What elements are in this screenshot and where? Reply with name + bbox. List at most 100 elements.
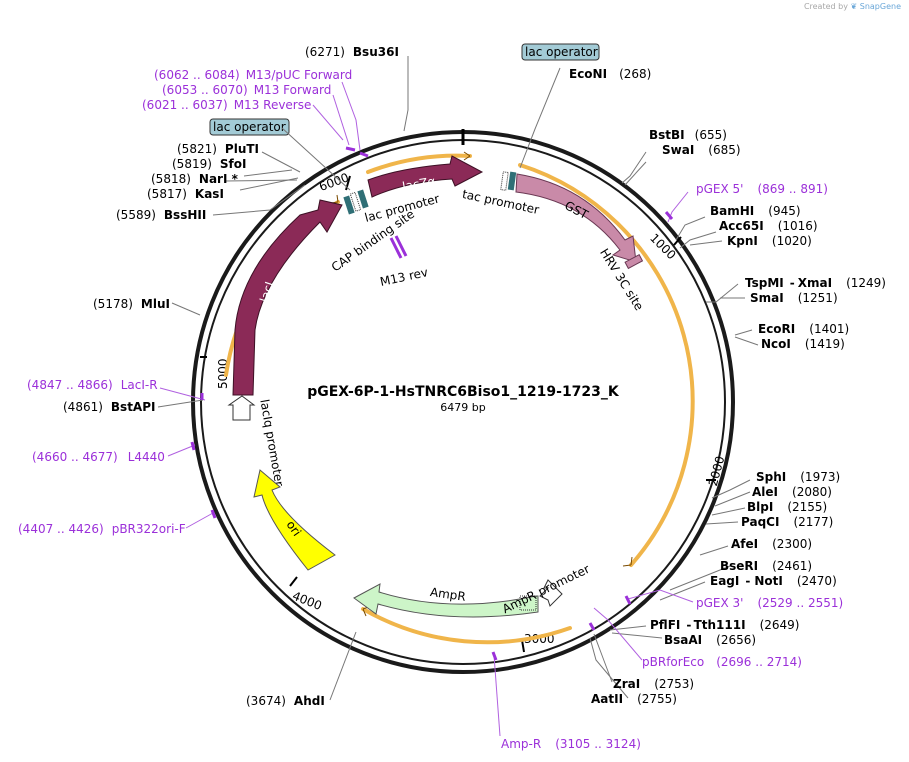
enzyme-name: MluI xyxy=(141,297,170,311)
laciq-promoter-arrow[interactable] xyxy=(227,395,256,421)
svg-text:NcoI(1419): NcoI (1419) xyxy=(761,337,845,351)
svg-text:AfeI(2300): AfeI(2300) xyxy=(731,537,812,551)
svg-text:Amp-R(3105 .. 3124): Amp-R(3105 .. 3124) xyxy=(501,737,641,751)
lacza-feature[interactable] xyxy=(367,155,484,198)
svg-text:BsaAI(2656): BsaAI(2656) xyxy=(664,633,756,647)
primer-name: pBR322ori-F xyxy=(112,522,186,536)
enzyme-name: SmaI xyxy=(750,291,784,305)
enzyme-pos: (5589) xyxy=(116,208,156,222)
lac-promoter-box xyxy=(343,195,355,215)
primer-name: M13/pUC Forward xyxy=(246,68,353,82)
ampr-label: AmpR xyxy=(429,585,466,604)
enzyme-pos: (1020) xyxy=(772,234,812,248)
primer-name: Amp-R xyxy=(501,737,541,751)
enzyme-pos: (1973) xyxy=(800,470,840,484)
ampr-promoter-label: AmpR promoter xyxy=(500,562,592,616)
enzyme-pos: (3674) xyxy=(246,694,286,708)
enzyme-labels: (6271)Bsu36I EcoNI(268) BstBI(655) SwaI(… xyxy=(63,45,886,708)
ampr-feature[interactable] xyxy=(353,583,539,618)
enzyme-pos: (5818) xyxy=(151,172,191,186)
primer-name: pGEX 3' xyxy=(696,596,743,610)
svg-text:pGEX 5'(869 .. 891): pGEX 5' (869 .. 891) xyxy=(696,182,828,196)
primer-name: M13 Forward xyxy=(254,83,332,97)
primer-range: (2529 .. 2551) xyxy=(757,596,843,610)
svg-text:EagI-NotI(2470): EagI-NotI(2470) xyxy=(710,574,837,588)
svg-text:(5818)NarI *: (5818) NarI * xyxy=(151,172,239,186)
svg-text:ZraI(2753): ZraI (2753) xyxy=(613,677,694,691)
primer-name: M13 Reverse xyxy=(234,98,312,112)
lac-operator-box-1 xyxy=(357,189,369,209)
svg-text:BstBI(655): BstBI(655) xyxy=(649,128,727,142)
enzyme-pos: (2300) xyxy=(772,537,812,551)
enzyme-name: PaqCI xyxy=(741,515,779,529)
laci-feature[interactable] xyxy=(232,199,343,396)
svg-text:PflFI-Tth111I(2649): PflFI-Tth111I(2649) xyxy=(650,618,799,632)
enzyme-name-2: Tth111I xyxy=(694,618,746,632)
cap-site-box xyxy=(349,191,362,212)
enzyme-name: ZraI xyxy=(613,677,640,691)
enzyme-name-2: XmaI xyxy=(798,276,832,290)
enzyme-name: TspMI xyxy=(745,276,784,290)
gst-feature[interactable] xyxy=(515,173,637,263)
svg-text:(6271)Bsu36I: (6271)Bsu36I xyxy=(305,45,399,59)
svg-text:(6062 .. 6084)M13/pUC Forward: (6062 .. 6084)M13/pUC Forward xyxy=(154,68,352,82)
enzyme-name: AhdI xyxy=(294,694,325,708)
enzyme-name-2: NotI xyxy=(754,574,783,588)
lac-operator-label-2: lac operator xyxy=(213,120,286,134)
svg-text:(4861)BstAPI: (4861)BstAPI xyxy=(63,400,155,414)
enzyme-pos: (1251) xyxy=(798,291,838,305)
enzyme-pos: (1249) xyxy=(846,276,886,290)
enzyme-pos: (2470) xyxy=(797,574,837,588)
primer-range: (4407 .. 4426) xyxy=(18,522,104,536)
enzyme-name: EcoNI xyxy=(569,67,607,81)
enzyme-name: EagI xyxy=(710,574,739,588)
svg-text:(4660 .. 4677)L4440: (4660 .. 4677)L4440 xyxy=(32,450,165,464)
lac-operator-tag-2[interactable] xyxy=(209,118,290,136)
plasmid-length: 6479 bp xyxy=(440,401,485,414)
ampr-promoter-arrow[interactable] xyxy=(539,579,563,607)
plasmid-name: pGEX-6P-1-HsTNRC6Biso1_1219-1723_K xyxy=(307,384,620,400)
svg-text:(6053 .. 6070)M13 Forward: (6053 .. 6070)M13 Forward xyxy=(162,83,331,97)
lac-operator-box-2 xyxy=(507,171,517,191)
enzyme-name: BstBI xyxy=(649,128,685,142)
lacza-label: lacZα xyxy=(401,174,436,194)
svg-text:(4407 .. 4426)pBR322ori-F: (4407 .. 4426) pBR322ori-F xyxy=(18,522,186,536)
enzyme-pos: (2177) xyxy=(793,515,833,529)
enzyme-name: SfoI xyxy=(220,157,247,171)
lac-operator-tag-1[interactable] xyxy=(521,43,600,61)
ori-feature[interactable] xyxy=(253,469,336,571)
primer-range: (869 .. 891) xyxy=(757,182,827,196)
enzyme-name: BseRI xyxy=(720,559,758,573)
svg-text:TspMI-XmaI(1249): TspMI-XmaI(1249) xyxy=(745,276,886,290)
lac-operator-label-1: lac operator xyxy=(525,45,598,59)
svg-text:EcoRI(1401): EcoRI (1401) xyxy=(758,322,849,336)
enzyme-pos: (1419) xyxy=(805,337,845,351)
enzyme-name: EcoRI xyxy=(758,322,795,336)
svg-text:SmaI(1251): SmaI (1251) xyxy=(750,291,838,305)
enzyme-pos: (5821) xyxy=(177,142,217,156)
primer-labels: (6062 .. 6084)M13/pUC Forward (6053 .. 6… xyxy=(18,68,843,751)
enzyme-name: NarI * xyxy=(199,172,239,186)
enzyme-pos: (2753) xyxy=(654,677,694,691)
enzyme-name: BssHII xyxy=(164,208,206,222)
primer-name: pGEX 5' xyxy=(696,182,743,196)
ampr-promoter-box xyxy=(519,595,537,611)
svg-text:(5817)KasI: (5817)KasI xyxy=(147,187,224,201)
m13-rev-label: M13 rev xyxy=(379,265,429,289)
enzyme-name: NcoI xyxy=(761,337,791,351)
svg-text:(5821)PluTI: (5821) PluTI xyxy=(177,142,259,156)
svg-text:BamHI(945): BamHI(945) xyxy=(710,204,801,218)
enzyme-name: PluTI xyxy=(225,142,259,156)
primer-range: (4660 .. 4677) xyxy=(32,450,118,464)
primer-range: (6021 .. 6037) xyxy=(142,98,228,112)
enzyme-name: BsaAI xyxy=(664,633,702,647)
enzyme-pos: (1401) xyxy=(809,322,849,336)
primer-name: LacI-R xyxy=(121,378,158,392)
svg-text:(5819)SfoI: (5819)SfoI xyxy=(172,157,246,171)
credit-text: Created by xyxy=(803,2,848,11)
enzyme-pos: (2461) xyxy=(772,559,812,573)
svg-text:Acc65I(1016): Acc65I(1016) xyxy=(719,219,818,233)
primer-range: (4847 .. 4866) xyxy=(27,378,113,392)
credit: Created by ❦ SnapGene xyxy=(804,2,901,11)
